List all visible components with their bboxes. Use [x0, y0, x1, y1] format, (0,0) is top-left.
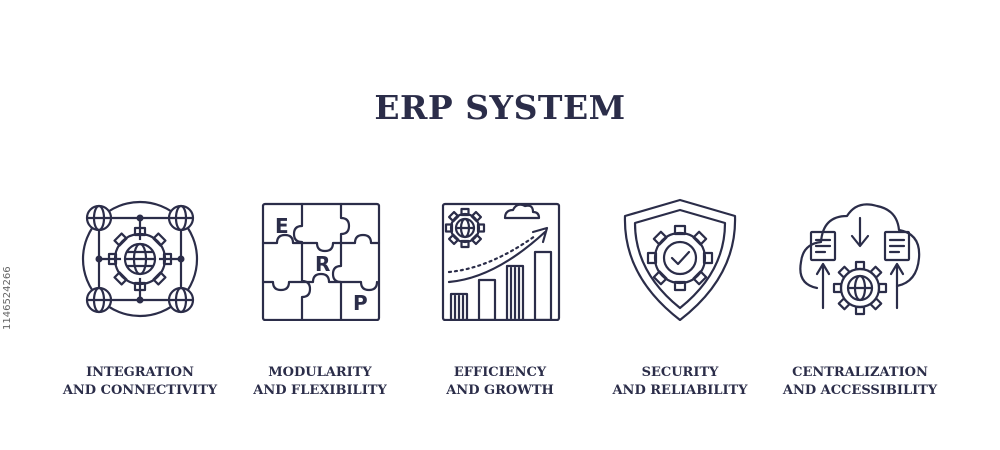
feature-label: MODULARITY AND FLEXIBILITY — [253, 365, 387, 398]
puzzle-letter-p: P — [353, 291, 368, 315]
feature-label: CENTRALIZATION AND ACCESSIBILITY — [782, 365, 938, 398]
puzzle-letter-e: E — [275, 214, 289, 238]
growth-chart-gear-icon — [441, 202, 561, 321]
shield-gear-check-icon — [623, 198, 737, 321]
feature-centralization: CENTRALIZATION AND ACCESSIBILITY — [770, 196, 950, 400]
feature-label: INTEGRATION AND CONNECTIVITY — [62, 365, 218, 398]
feature-integration: INTEGRATION AND CONNECTIVITY — [50, 196, 230, 400]
globe-network-gear-icon — [81, 200, 199, 318]
puzzle-erp-icon: E R P — [261, 202, 381, 321]
feature-label: EFFICIENCY AND GROWTH — [446, 365, 554, 398]
feature-label: SECURITY AND RELIABILITY — [612, 365, 748, 398]
stock-image-id: 1146524266 — [2, 266, 13, 330]
feature-security: SECURITY AND RELIABILITY — [590, 196, 770, 400]
feature-modularity: E R P MODULARITY AND FLEXIBILITY — [230, 196, 410, 400]
puzzle-letter-r: R — [315, 252, 330, 276]
feature-efficiency: EFFICIENCY AND GROWTH — [410, 196, 590, 400]
page-title: ERP SYSTEM — [374, 88, 626, 127]
cloud-documents-gear-icon — [799, 203, 921, 316]
